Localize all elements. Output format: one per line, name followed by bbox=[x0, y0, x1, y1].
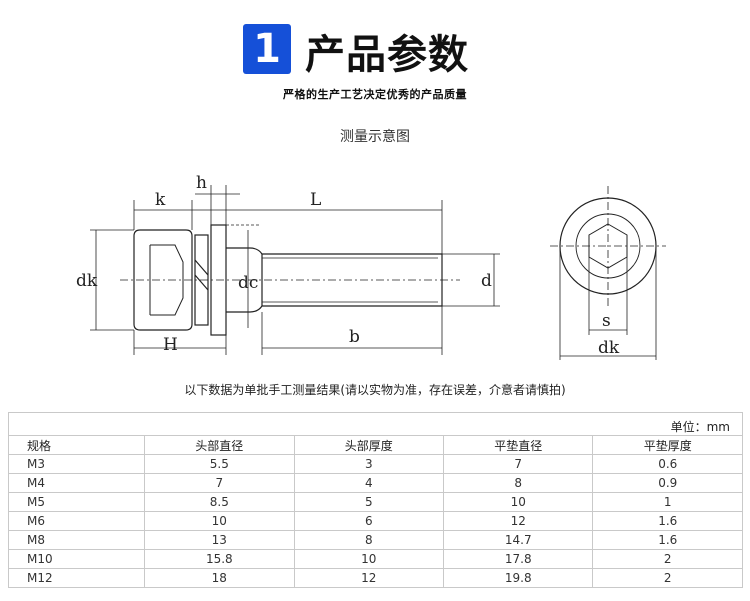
table-cell: 15.8 bbox=[144, 549, 295, 569]
table-cell: 13 bbox=[144, 530, 295, 550]
col-header: 规格 bbox=[7, 435, 146, 455]
dim-label-L: L bbox=[310, 190, 321, 210]
col-header: 头部直径 bbox=[144, 435, 295, 455]
col-header: 平垫直径 bbox=[443, 435, 594, 455]
table-cell: 0.9 bbox=[592, 473, 743, 493]
spec-size-cell: M12 bbox=[7, 568, 146, 588]
table-cell: 10 bbox=[144, 511, 295, 531]
spec-size-cell: M6 bbox=[7, 511, 146, 531]
table-cell: 17.8 bbox=[443, 549, 594, 569]
dim-label-d: d bbox=[481, 271, 492, 291]
spec-size-cell: M4 bbox=[7, 473, 146, 493]
table-top-border bbox=[8, 412, 743, 413]
diagram-caption: 测量示意图 bbox=[340, 129, 410, 145]
table-cell: 4 bbox=[293, 473, 445, 493]
table-cell: 18 bbox=[144, 568, 295, 588]
table-left-border bbox=[8, 412, 9, 436]
table-cell: 10 bbox=[443, 492, 594, 512]
spec-size-cell: M5 bbox=[7, 492, 146, 512]
unit-label: 单位：mm bbox=[670, 420, 730, 434]
screw-head-shape bbox=[133, 229, 193, 331]
dim-label-dk-end: dk bbox=[598, 338, 620, 358]
table-cell: 19.8 bbox=[443, 568, 594, 588]
table-cell: 14.7 bbox=[443, 530, 594, 550]
spec-size-cell: M8 bbox=[7, 530, 146, 550]
table-cell: 7 bbox=[443, 454, 594, 474]
screw-dimension-drawing: k h L dk dc d H b s dk bbox=[76, 173, 666, 360]
table-cell: 12 bbox=[443, 511, 594, 531]
table-cell: 8.5 bbox=[144, 492, 295, 512]
table-cell: 5 bbox=[293, 492, 445, 512]
dim-label-s: s bbox=[602, 311, 611, 331]
col-header: 头部厚度 bbox=[293, 435, 445, 455]
table-right-border bbox=[742, 412, 743, 436]
table-cell: 2 bbox=[592, 568, 743, 588]
dim-label-b: b bbox=[349, 327, 360, 347]
dim-label-dk-side: dk bbox=[76, 271, 98, 291]
table-cell: 2 bbox=[592, 549, 743, 569]
table-cell: 8 bbox=[293, 530, 445, 550]
table-cell: 5.5 bbox=[144, 454, 295, 474]
table-cell: 3 bbox=[293, 454, 445, 474]
table-cell: 10 bbox=[293, 549, 445, 569]
table-cell: 12 bbox=[293, 568, 445, 588]
measurement-note: 以下数据为单批手工测量结果(请以实物为准，存在误差，介意者请慎拍) bbox=[184, 383, 566, 397]
table-cell: 6 bbox=[293, 511, 445, 531]
table-cell: 1.6 bbox=[592, 511, 743, 531]
dim-label-h: h bbox=[196, 173, 207, 193]
table-header-row: 规格 头部直径 头部厚度 平垫直径 平垫厚度 bbox=[7, 435, 743, 455]
page-title: 产品参数 bbox=[305, 32, 469, 78]
col-header: 平垫厚度 bbox=[592, 435, 743, 455]
table-cell: 0.6 bbox=[592, 454, 743, 474]
dim-label-k: k bbox=[155, 190, 166, 210]
table-cell: 8 bbox=[443, 473, 594, 493]
page-subtitle: 严格的生产工艺决定优秀的产品质量 bbox=[283, 88, 467, 101]
table-cell: 1 bbox=[592, 492, 743, 512]
spec-size-cell: M3 bbox=[7, 454, 146, 474]
dim-label-H: H bbox=[163, 335, 178, 355]
dim-label-dc: dc bbox=[238, 273, 258, 293]
table-cell: 7 bbox=[144, 473, 295, 493]
spec-size-cell: M10 bbox=[7, 549, 146, 569]
section-number-badge: 1 bbox=[243, 24, 291, 74]
table-cell: 1.6 bbox=[592, 530, 743, 550]
